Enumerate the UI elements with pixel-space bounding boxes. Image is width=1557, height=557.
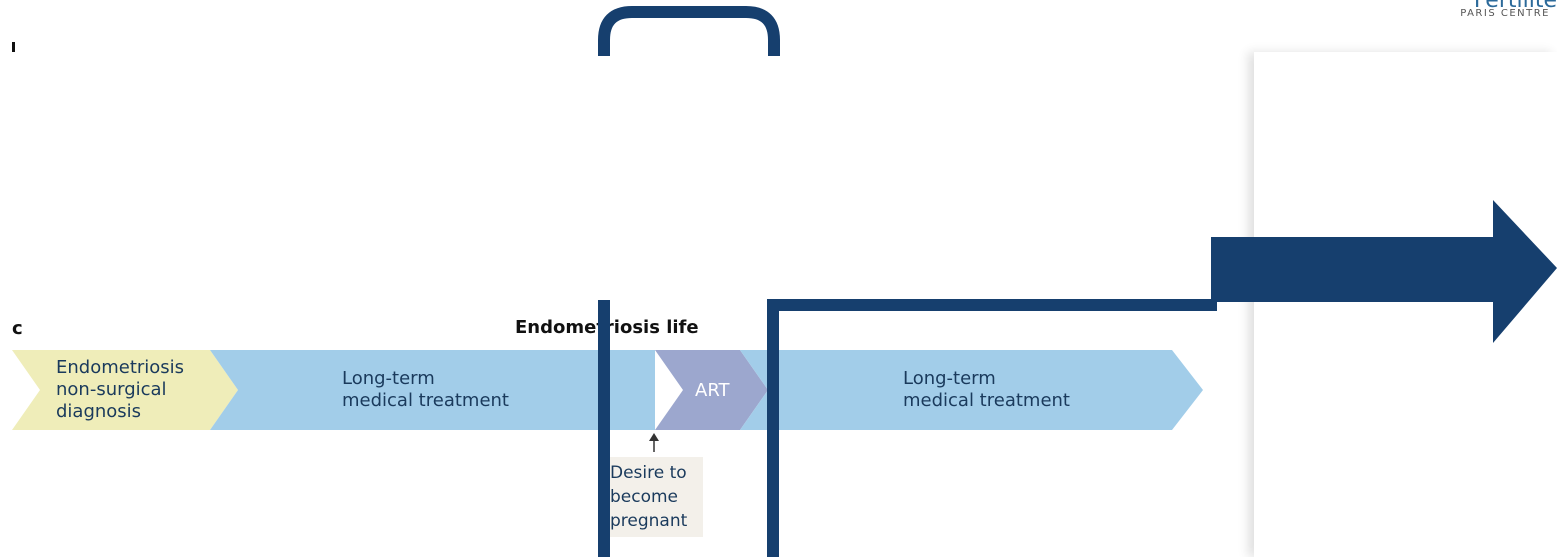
panel-letter: c bbox=[12, 318, 23, 339]
segment-art-label: ART bbox=[695, 380, 730, 401]
annotation-line-3: pregnant bbox=[610, 511, 688, 531]
overlay-bar-right bbox=[767, 300, 779, 557]
annotation-box bbox=[610, 457, 703, 537]
segment-diagnosis-label: Endometriosis non-surgical diagnosis bbox=[56, 357, 184, 423]
overlay-bar-left bbox=[598, 300, 610, 557]
logo-subtitle: PARIS CENTRE bbox=[1460, 8, 1550, 19]
segment-medical-treatment-1-shape bbox=[210, 350, 655, 430]
overlay-bracket-top bbox=[598, 6, 780, 56]
overlay-connector bbox=[767, 299, 1217, 311]
segment-diagnosis-line-2: non-surgical bbox=[56, 379, 167, 400]
segment-diagnosis-shape bbox=[12, 350, 238, 430]
segment-medical-treatment-1-line-2: medical treatment bbox=[342, 390, 509, 411]
segment-medical-treatment-2-line-2: medical treatment bbox=[903, 390, 1070, 411]
annotation-text: Desire to become pregnant bbox=[610, 461, 705, 533]
annotation-line-1: Desire to bbox=[610, 463, 687, 483]
segment-art-shape bbox=[655, 350, 768, 430]
segment-medical-treatment-2-label: Long-term medical treatment bbox=[903, 368, 1070, 412]
segment-medical-treatment-1-line-1: Long-term bbox=[342, 368, 435, 389]
segment-medical-treatment-2-shape bbox=[740, 350, 1203, 430]
segment-medical-treatment-2-line-1: Long-term bbox=[903, 368, 996, 389]
annotation-line-2: become bbox=[610, 487, 679, 507]
segment-medical-treatment-1-label: Long-term medical treatment bbox=[342, 368, 509, 412]
pointer-arrow-head bbox=[649, 433, 659, 441]
panel-letter-fragment bbox=[12, 42, 15, 52]
segment-diagnosis-line-1: Endometriosis bbox=[56, 357, 185, 378]
segment-diagnosis-line-3: diagnosis bbox=[56, 401, 142, 422]
logo-wordmark: Fertilite bbox=[1473, 0, 1557, 13]
overlay-big-arrow bbox=[1211, 200, 1557, 343]
